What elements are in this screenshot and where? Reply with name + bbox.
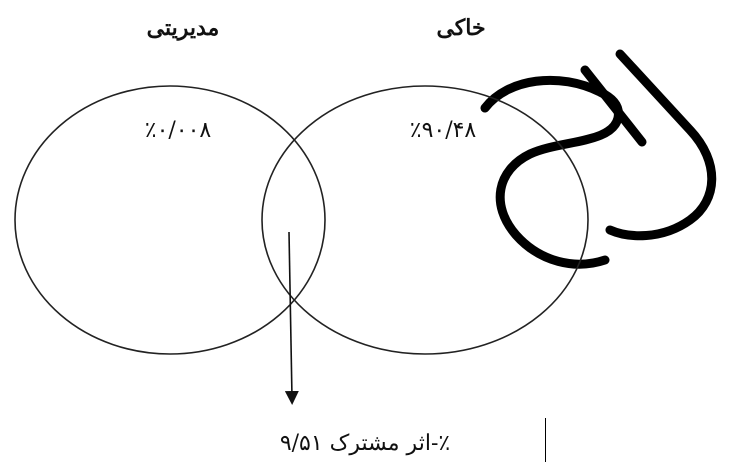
left-set-label: مدیریتی bbox=[147, 15, 220, 41]
right-only-value: ٪۹۰/۴۸ bbox=[410, 118, 477, 143]
shared-effect-label: اثر مشترک ۹/۵۱-٪ bbox=[280, 431, 450, 456]
right-set-label: خاکی bbox=[436, 15, 485, 41]
left-only-value: ٪۰/۰۰۸ bbox=[145, 118, 212, 143]
right-set-circle bbox=[261, 85, 589, 355]
left-set-circle bbox=[14, 85, 326, 355]
intersection-arrow bbox=[284, 231, 299, 405]
watermark-logo bbox=[480, 49, 717, 269]
text-cursor bbox=[545, 418, 546, 462]
